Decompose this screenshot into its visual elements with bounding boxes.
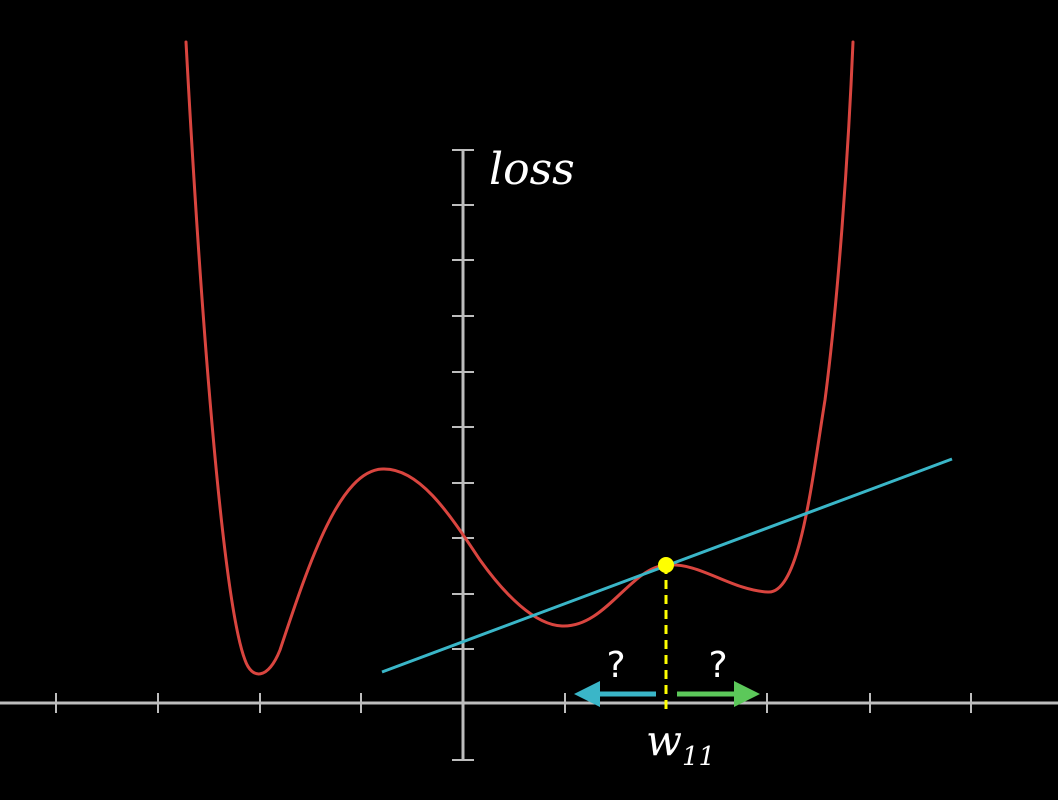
loss-curve xyxy=(184,40,855,676)
arrow-right-icon xyxy=(677,681,760,707)
y-axis-label: loss xyxy=(489,144,575,195)
y-axis-ticks xyxy=(452,149,474,761)
arrow-left-icon xyxy=(574,681,656,707)
weight-subscript: 11 xyxy=(682,742,715,772)
left-question-mark: ? xyxy=(606,645,625,686)
weight-symbol: w xyxy=(646,716,682,765)
y-axis xyxy=(452,149,474,761)
x-axis-label-weight: w11 xyxy=(646,716,715,772)
x-axis-ticks xyxy=(55,693,972,713)
current-weight-point xyxy=(658,557,674,573)
right-question-mark: ? xyxy=(708,645,727,686)
x-axis xyxy=(0,693,1058,713)
